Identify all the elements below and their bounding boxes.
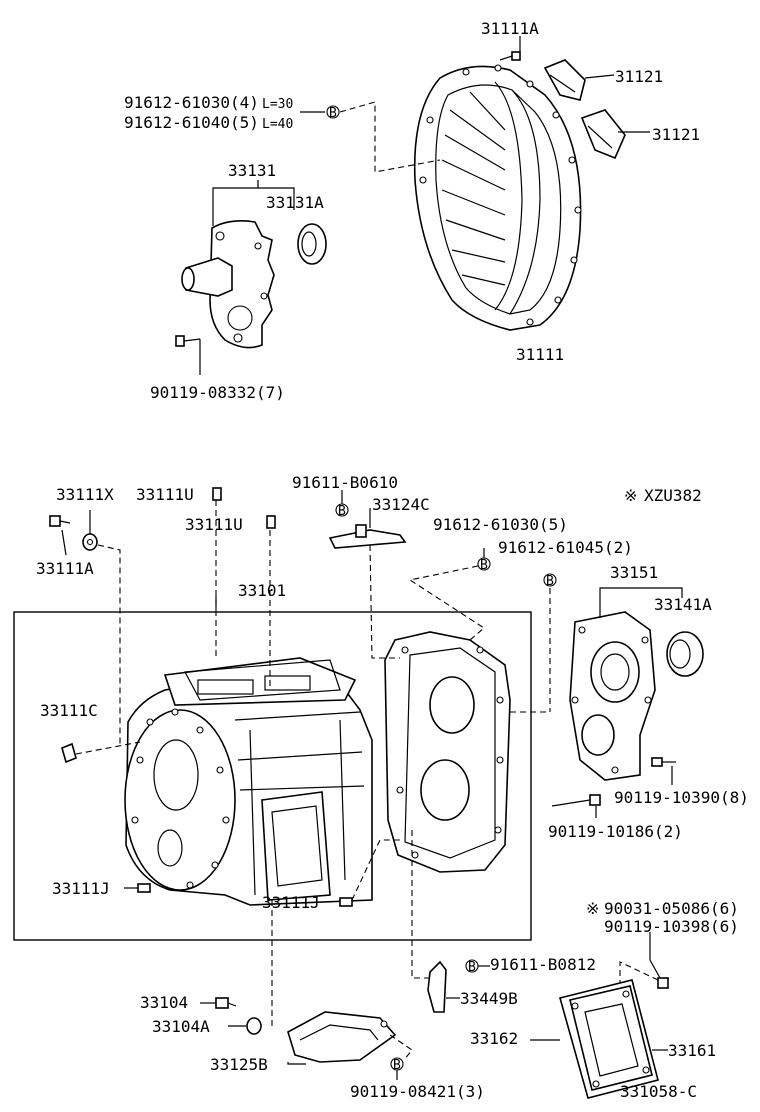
- label-bolt-91612-61040: 91612-61040(5): [124, 113, 259, 132]
- label-33101: 33101: [238, 581, 286, 600]
- marker-b-bolt-d: B: [477, 557, 491, 573]
- label-33104: 33104: [140, 993, 188, 1012]
- cover-33161: [569, 985, 653, 1091]
- svg-text:B: B: [546, 574, 554, 589]
- svg-text:B: B: [480, 558, 488, 573]
- svg-text:B: B: [393, 1058, 401, 1073]
- guard-33125b: [287, 1011, 397, 1063]
- label-33131: 33131: [228, 161, 276, 180]
- label-33111x: 33111X: [56, 485, 114, 504]
- pin-33111j-left: [137, 883, 151, 893]
- bolt-90031-05086: [649, 959, 669, 989]
- label-33111u-upper: 33111U: [136, 485, 194, 504]
- label-31111a: 31111A: [481, 19, 539, 38]
- label-33125b: 33125B: [210, 1055, 268, 1074]
- bolt-33104: [215, 997, 237, 1009]
- bolt-90119-10390: [651, 757, 676, 767]
- label-33161: 33161: [668, 1041, 716, 1060]
- label-33111a: 33111A: [36, 559, 94, 578]
- marker-b-top: B: [326, 105, 340, 121]
- label-bolt-90119-08332: 90119-08332(7): [150, 383, 285, 402]
- transmission-case-33101: [124, 657, 373, 906]
- label-33111c: 33111C: [40, 701, 98, 720]
- marker-b-33124c: B: [335, 503, 349, 519]
- clutch-housing-31111: [413, 64, 582, 331]
- marker-b-90119-08421: B: [390, 1057, 404, 1073]
- dowel-33111u-lower: [266, 515, 276, 529]
- marker-b-91611-b0812: B: [465, 959, 479, 975]
- note-marker: ※: [624, 486, 637, 505]
- svg-text:B: B: [338, 504, 346, 519]
- label-31121-upper: 31121: [615, 67, 663, 86]
- label-bolt-90031-05086: 90031-05086(6): [604, 899, 739, 918]
- label-bolt-90119-10390: 90119-10390(8): [614, 788, 749, 807]
- label-xzu382: XZU382: [644, 486, 702, 505]
- bolt-90119-08332: [175, 335, 201, 375]
- label-33111j-right: 33111J: [262, 893, 320, 912]
- seal-33141a: [666, 631, 704, 677]
- marker-b-bolt-e: B: [543, 573, 557, 589]
- label-bolt-91612-61030-length: L=30: [262, 97, 293, 112]
- label-91611-b0812: 91611-B0812: [490, 955, 596, 974]
- seal-33131a: [297, 223, 327, 265]
- label-bolt-91612-61045: 91612-61045(2): [498, 538, 633, 557]
- label-bolt-90119-10186: 90119-10186(2): [548, 822, 683, 841]
- label-91611-b0610: 91611-B0610: [292, 473, 398, 492]
- pad-31121-upper: [543, 59, 586, 101]
- label-33124c: 33124C: [372, 495, 430, 514]
- label-33131a: 33131A: [266, 193, 324, 212]
- washer-33104a: [246, 1017, 262, 1035]
- label-33141a: 33141A: [654, 595, 712, 614]
- label-bolt-91612-61030-5: 91612-61030(5): [433, 515, 568, 534]
- label-33111u-lower: 33111U: [185, 515, 243, 534]
- label-33162: 33162: [470, 1029, 518, 1048]
- label-31111: 31111: [516, 345, 564, 364]
- catalog-number: 331058-C: [620, 1082, 697, 1101]
- label-bolt-91612-61030: 91612-61030(4): [124, 93, 259, 112]
- label-33104a: 33104A: [152, 1017, 210, 1036]
- washer-33111x: [82, 533, 98, 551]
- bracket-33124c: [328, 524, 407, 549]
- label-33111j-left: 33111J: [52, 879, 110, 898]
- label-bolt-90031-marker: ※: [586, 899, 599, 918]
- label-bolt-90119-10398: 90119-10398(6): [604, 917, 739, 936]
- bolt-33111a: [49, 515, 71, 527]
- rear-housing-33151: [569, 611, 656, 781]
- svg-text:B: B: [468, 960, 476, 975]
- label-bolt-91612-61040-length: L=40: [262, 117, 293, 132]
- pad-31121-lower: [580, 109, 626, 160]
- label-33449b: 33449B: [460, 989, 518, 1008]
- bolt-90119-10186: [551, 794, 601, 807]
- bolt-31111a: [499, 51, 521, 61]
- transmission-case-half-33101: [384, 631, 511, 873]
- bracket-33449b: [427, 960, 447, 1013]
- svg-text:B: B: [329, 106, 337, 121]
- cover-33131: [181, 220, 275, 349]
- label-33151: 33151: [610, 563, 658, 582]
- label-bolt-90119-08421: 90119-08421(3): [350, 1082, 485, 1101]
- dowel-33111u-upper: [212, 487, 222, 501]
- plug-33111c: [61, 742, 77, 764]
- label-31121-lower: 31121: [652, 125, 700, 144]
- pin-33111j-right: [339, 897, 353, 907]
